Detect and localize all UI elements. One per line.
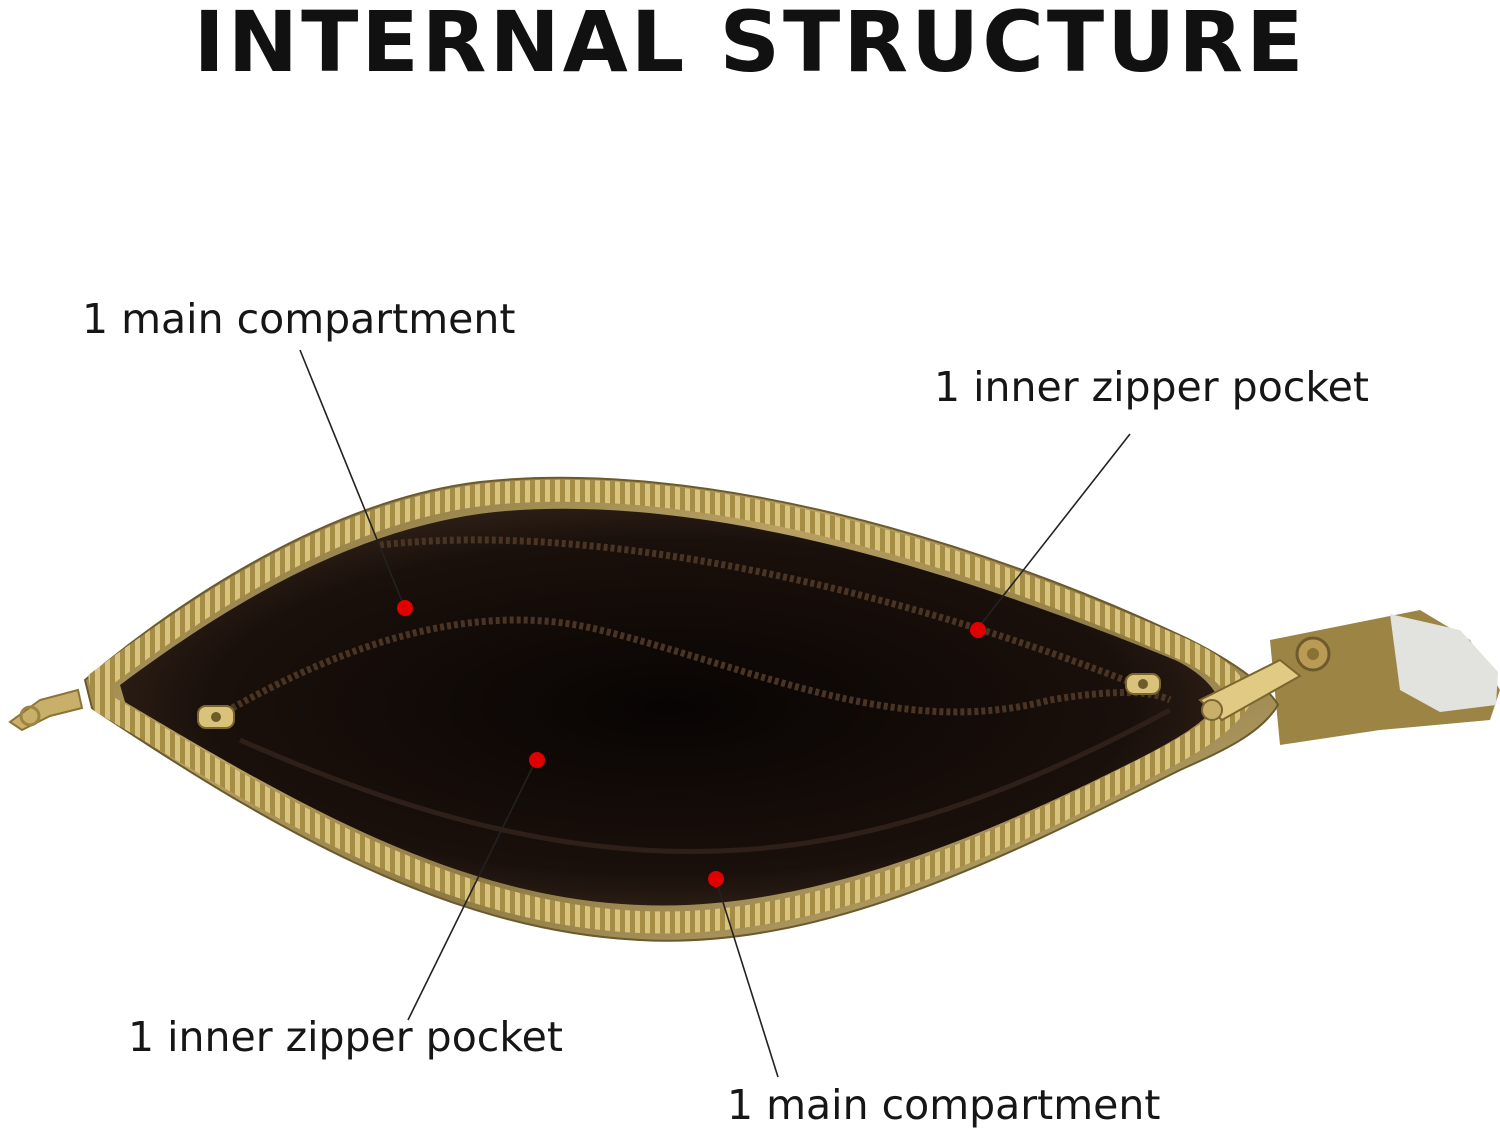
- zipper-pull-right: [1125, 673, 1161, 695]
- leader-line-bottom-right: [715, 879, 779, 1078]
- strap-tab: [1270, 610, 1500, 745]
- marker-main-compartment-top: [397, 600, 413, 616]
- marker-inner-pocket-bottom: [529, 752, 545, 768]
- zipper-pull-main: [1198, 658, 1302, 722]
- pouch-lining: [120, 508, 1220, 906]
- leader-line-top-right: [977, 433, 1131, 629]
- callout-label-bottom-left: 1 inner zipper pocket: [128, 1013, 563, 1061]
- leader-line-bottom-left: [407, 759, 537, 1021]
- zipper-pull-left: [197, 705, 235, 729]
- marker-inner-pocket-top: [970, 622, 986, 638]
- marker-main-compartment-bottom: [708, 871, 724, 887]
- inner-zipper-bottom: [218, 616, 1172, 719]
- leader-line-top-left: [299, 349, 405, 607]
- callout-label-top-left: 1 main compartment: [82, 295, 516, 343]
- inner-zipper-lower-edge: [238, 707, 1172, 854]
- key-ring-clasp: [8, 688, 84, 732]
- callout-label-bottom-right: 1 main compartment: [727, 1081, 1161, 1129]
- callout-label-top-right: 1 inner zipper pocket: [934, 363, 1369, 411]
- inner-zipper-top: [379, 536, 1152, 694]
- page-title: INTERNAL STRUCTURE: [193, 0, 1307, 91]
